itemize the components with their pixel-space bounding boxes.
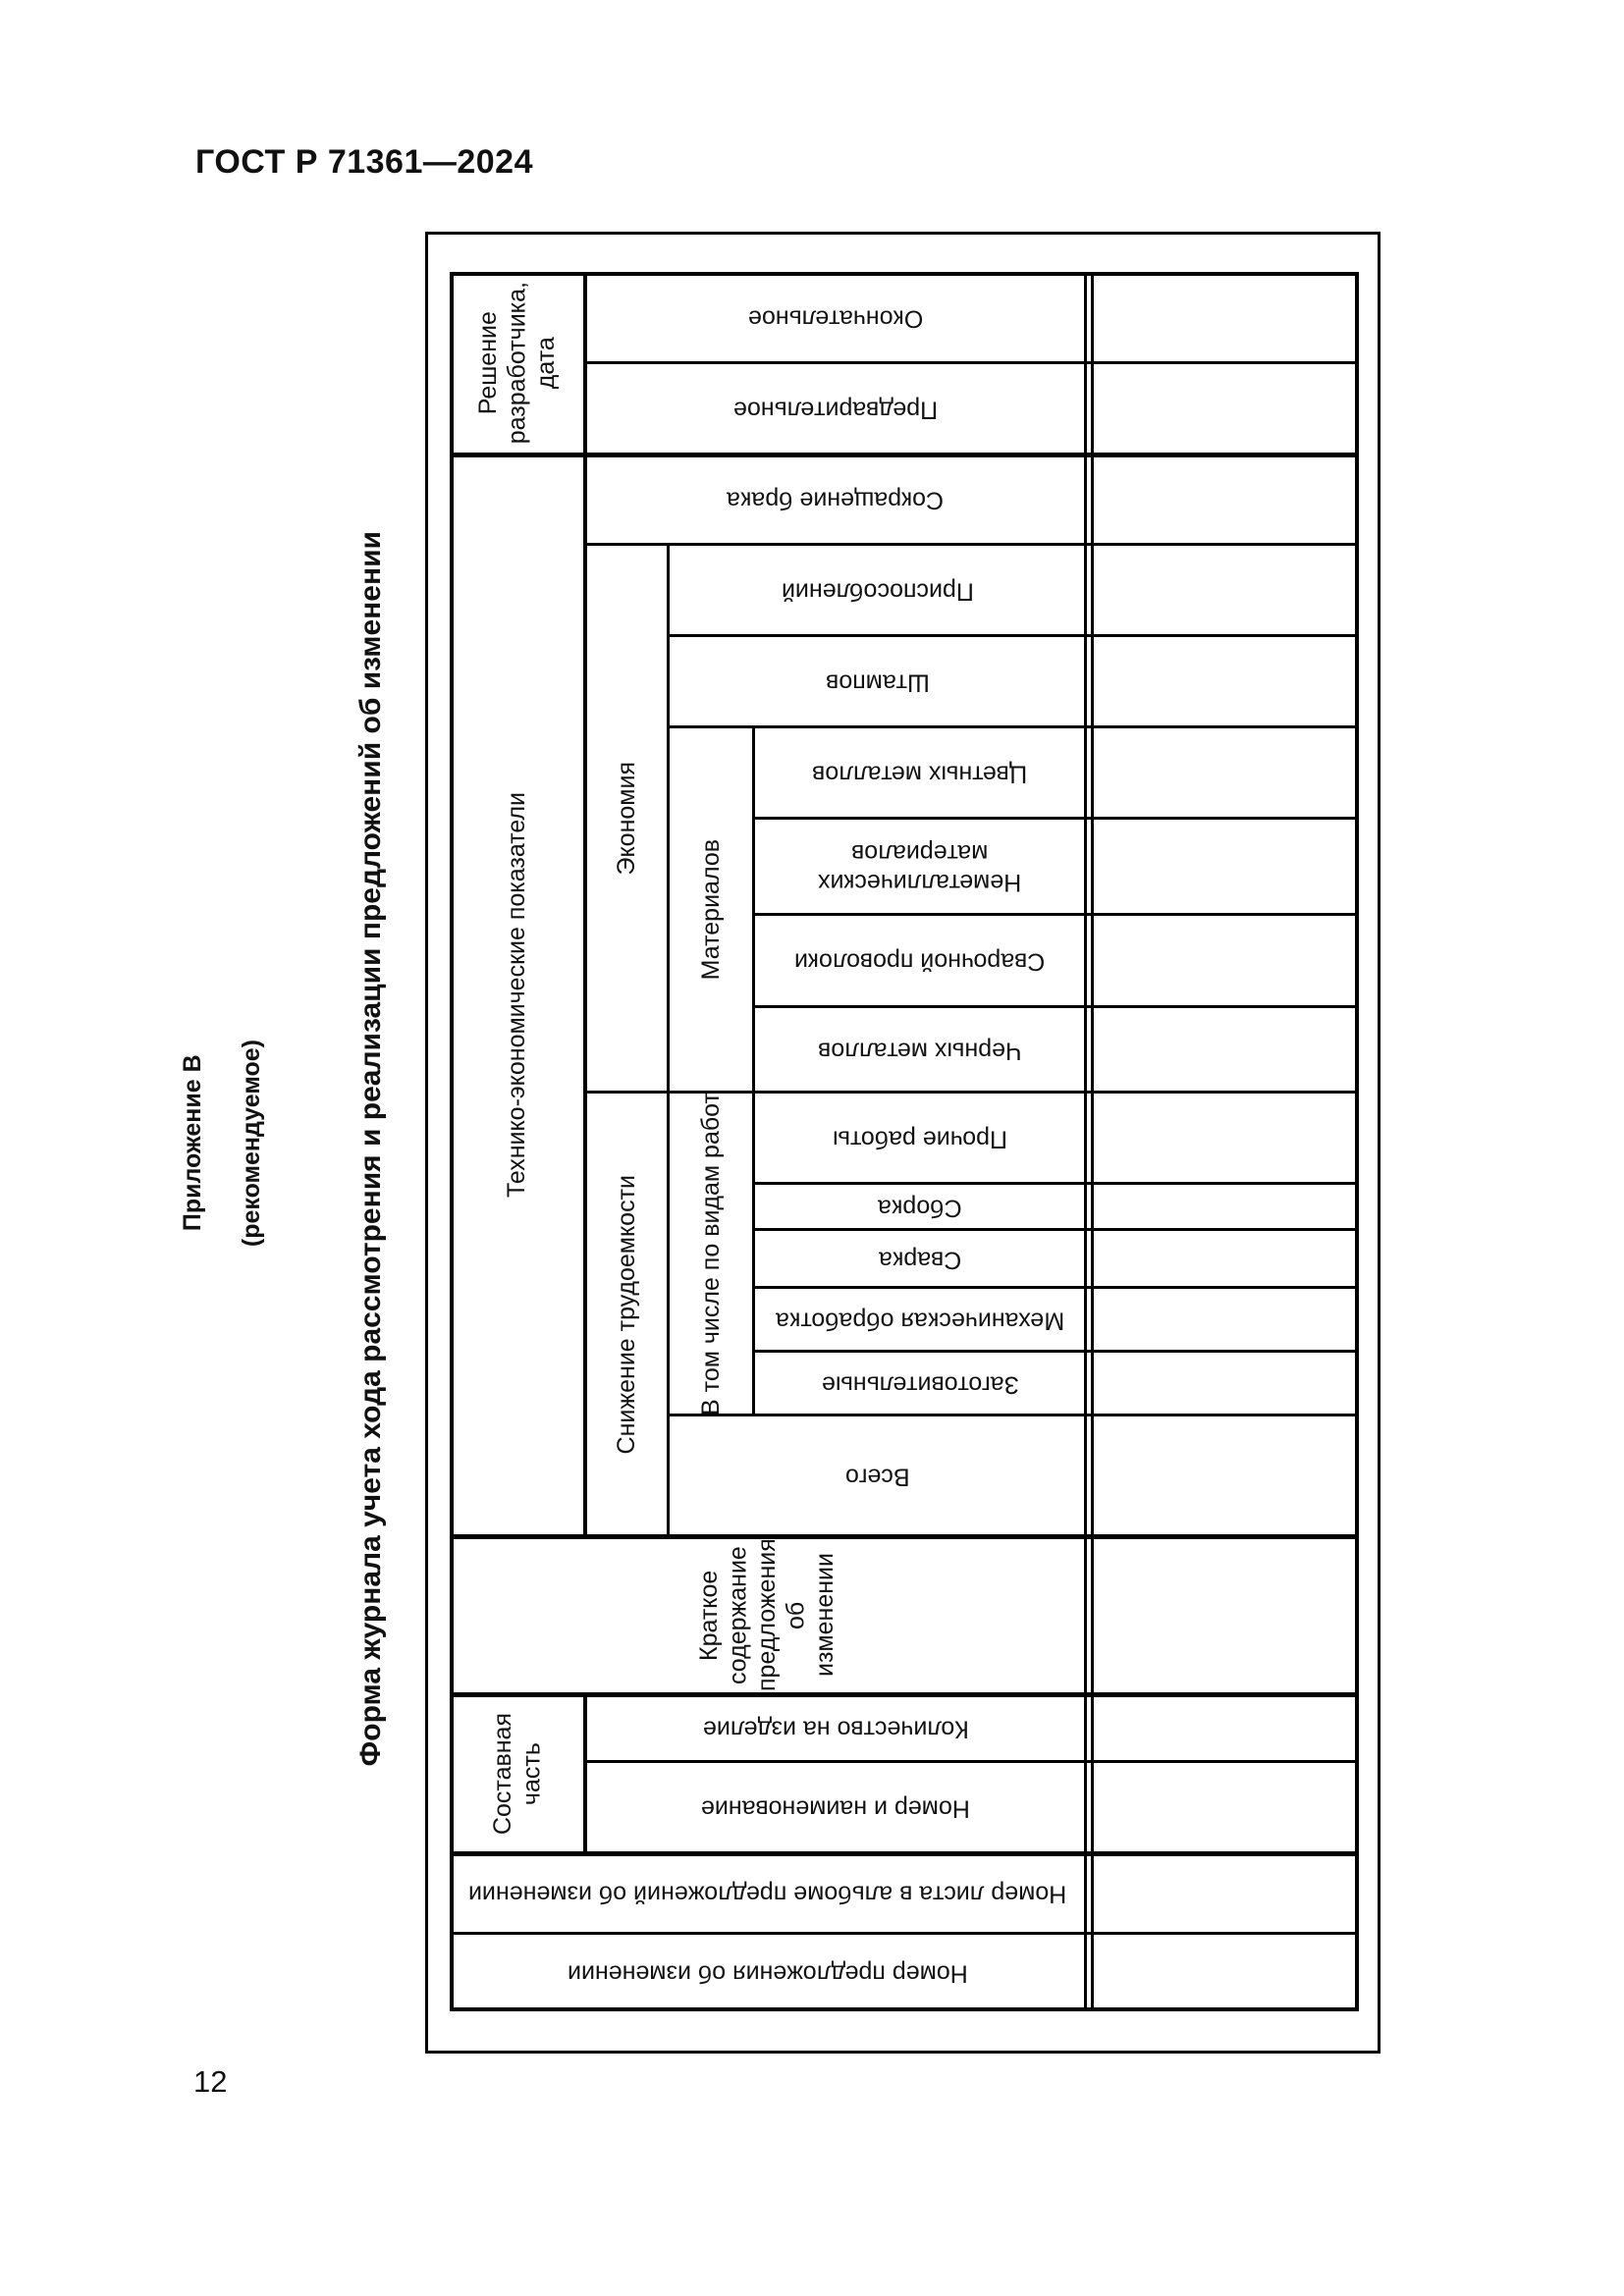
col-header-nonferrous-metals: Цветных металлов bbox=[812, 760, 1028, 788]
col-header-by-work-type: В том числе по видам работ bbox=[696, 1093, 725, 1415]
col-header-quantity-per-product: Количество на изделие bbox=[702, 1715, 969, 1743]
page-number: 12 bbox=[193, 2064, 228, 2099]
appendix-heading: Приложение В (рекомендуемое) bbox=[179, 1001, 265, 1286]
col-header-blanking: Заготовительные bbox=[821, 1370, 1019, 1399]
col-header-fixtures: Приспособлений bbox=[781, 577, 974, 606]
col-header-defect-reduction: Сокращение брака bbox=[727, 486, 945, 514]
col-header-final-decision: Окончательное bbox=[747, 304, 924, 333]
col-header-materials: Материалов bbox=[696, 839, 725, 981]
col-header-welding: Сварка bbox=[878, 1246, 962, 1274]
col-header-savings: Экономия bbox=[612, 762, 640, 876]
col-header-total: Всего bbox=[844, 1463, 910, 1491]
col-header-other-works: Прочие работы bbox=[833, 1125, 1007, 1153]
appendix-label: Приложение В bbox=[179, 1055, 206, 1232]
col-header-proposal-summary: Краткое содержание предложения об измене… bbox=[695, 1538, 839, 1692]
journal-table bbox=[450, 272, 1359, 2011]
col-header-album-sheet-number: Номер листа в альбоме предложений об изм… bbox=[468, 1880, 1067, 1908]
col-header-component: Составная часть bbox=[488, 1712, 546, 1836]
col-header-assembly: Сборка bbox=[878, 1194, 962, 1222]
form-title: Форма журнала учета хода рассмотрения и … bbox=[354, 530, 387, 1767]
appendix-type: (рекомендуемое) bbox=[238, 1040, 265, 1248]
col-header-labor-reduction: Снижение трудоемкости bbox=[612, 1174, 640, 1455]
col-header-developer-decision: Решение разработчика, дата bbox=[473, 282, 560, 445]
col-header-preliminary-decision: Предварительное bbox=[732, 396, 939, 424]
col-header-ferrous-metals: Черных металлов bbox=[818, 1037, 1022, 1065]
empty-data-row bbox=[1094, 272, 1359, 2011]
col-header-number-and-name: Номер и наименование bbox=[701, 1794, 970, 1823]
col-header-proposal-number: Номер предложения об изменении bbox=[568, 1959, 968, 1988]
standard-designation: ГОСТ Р 71361—2024 bbox=[195, 143, 534, 181]
col-header-nonmetallic-materials: Неметаллических материалов bbox=[818, 839, 1022, 896]
col-header-welding-wire: Сварочной проволоки bbox=[794, 947, 1046, 976]
col-header-machining: Механическая обработка bbox=[775, 1307, 1065, 1335]
col-header-dies: Штампов bbox=[825, 668, 930, 697]
figure-frame bbox=[425, 232, 1380, 2054]
col-header-technical-economic-indicators: Технико-экономические показатели bbox=[503, 792, 531, 1199]
